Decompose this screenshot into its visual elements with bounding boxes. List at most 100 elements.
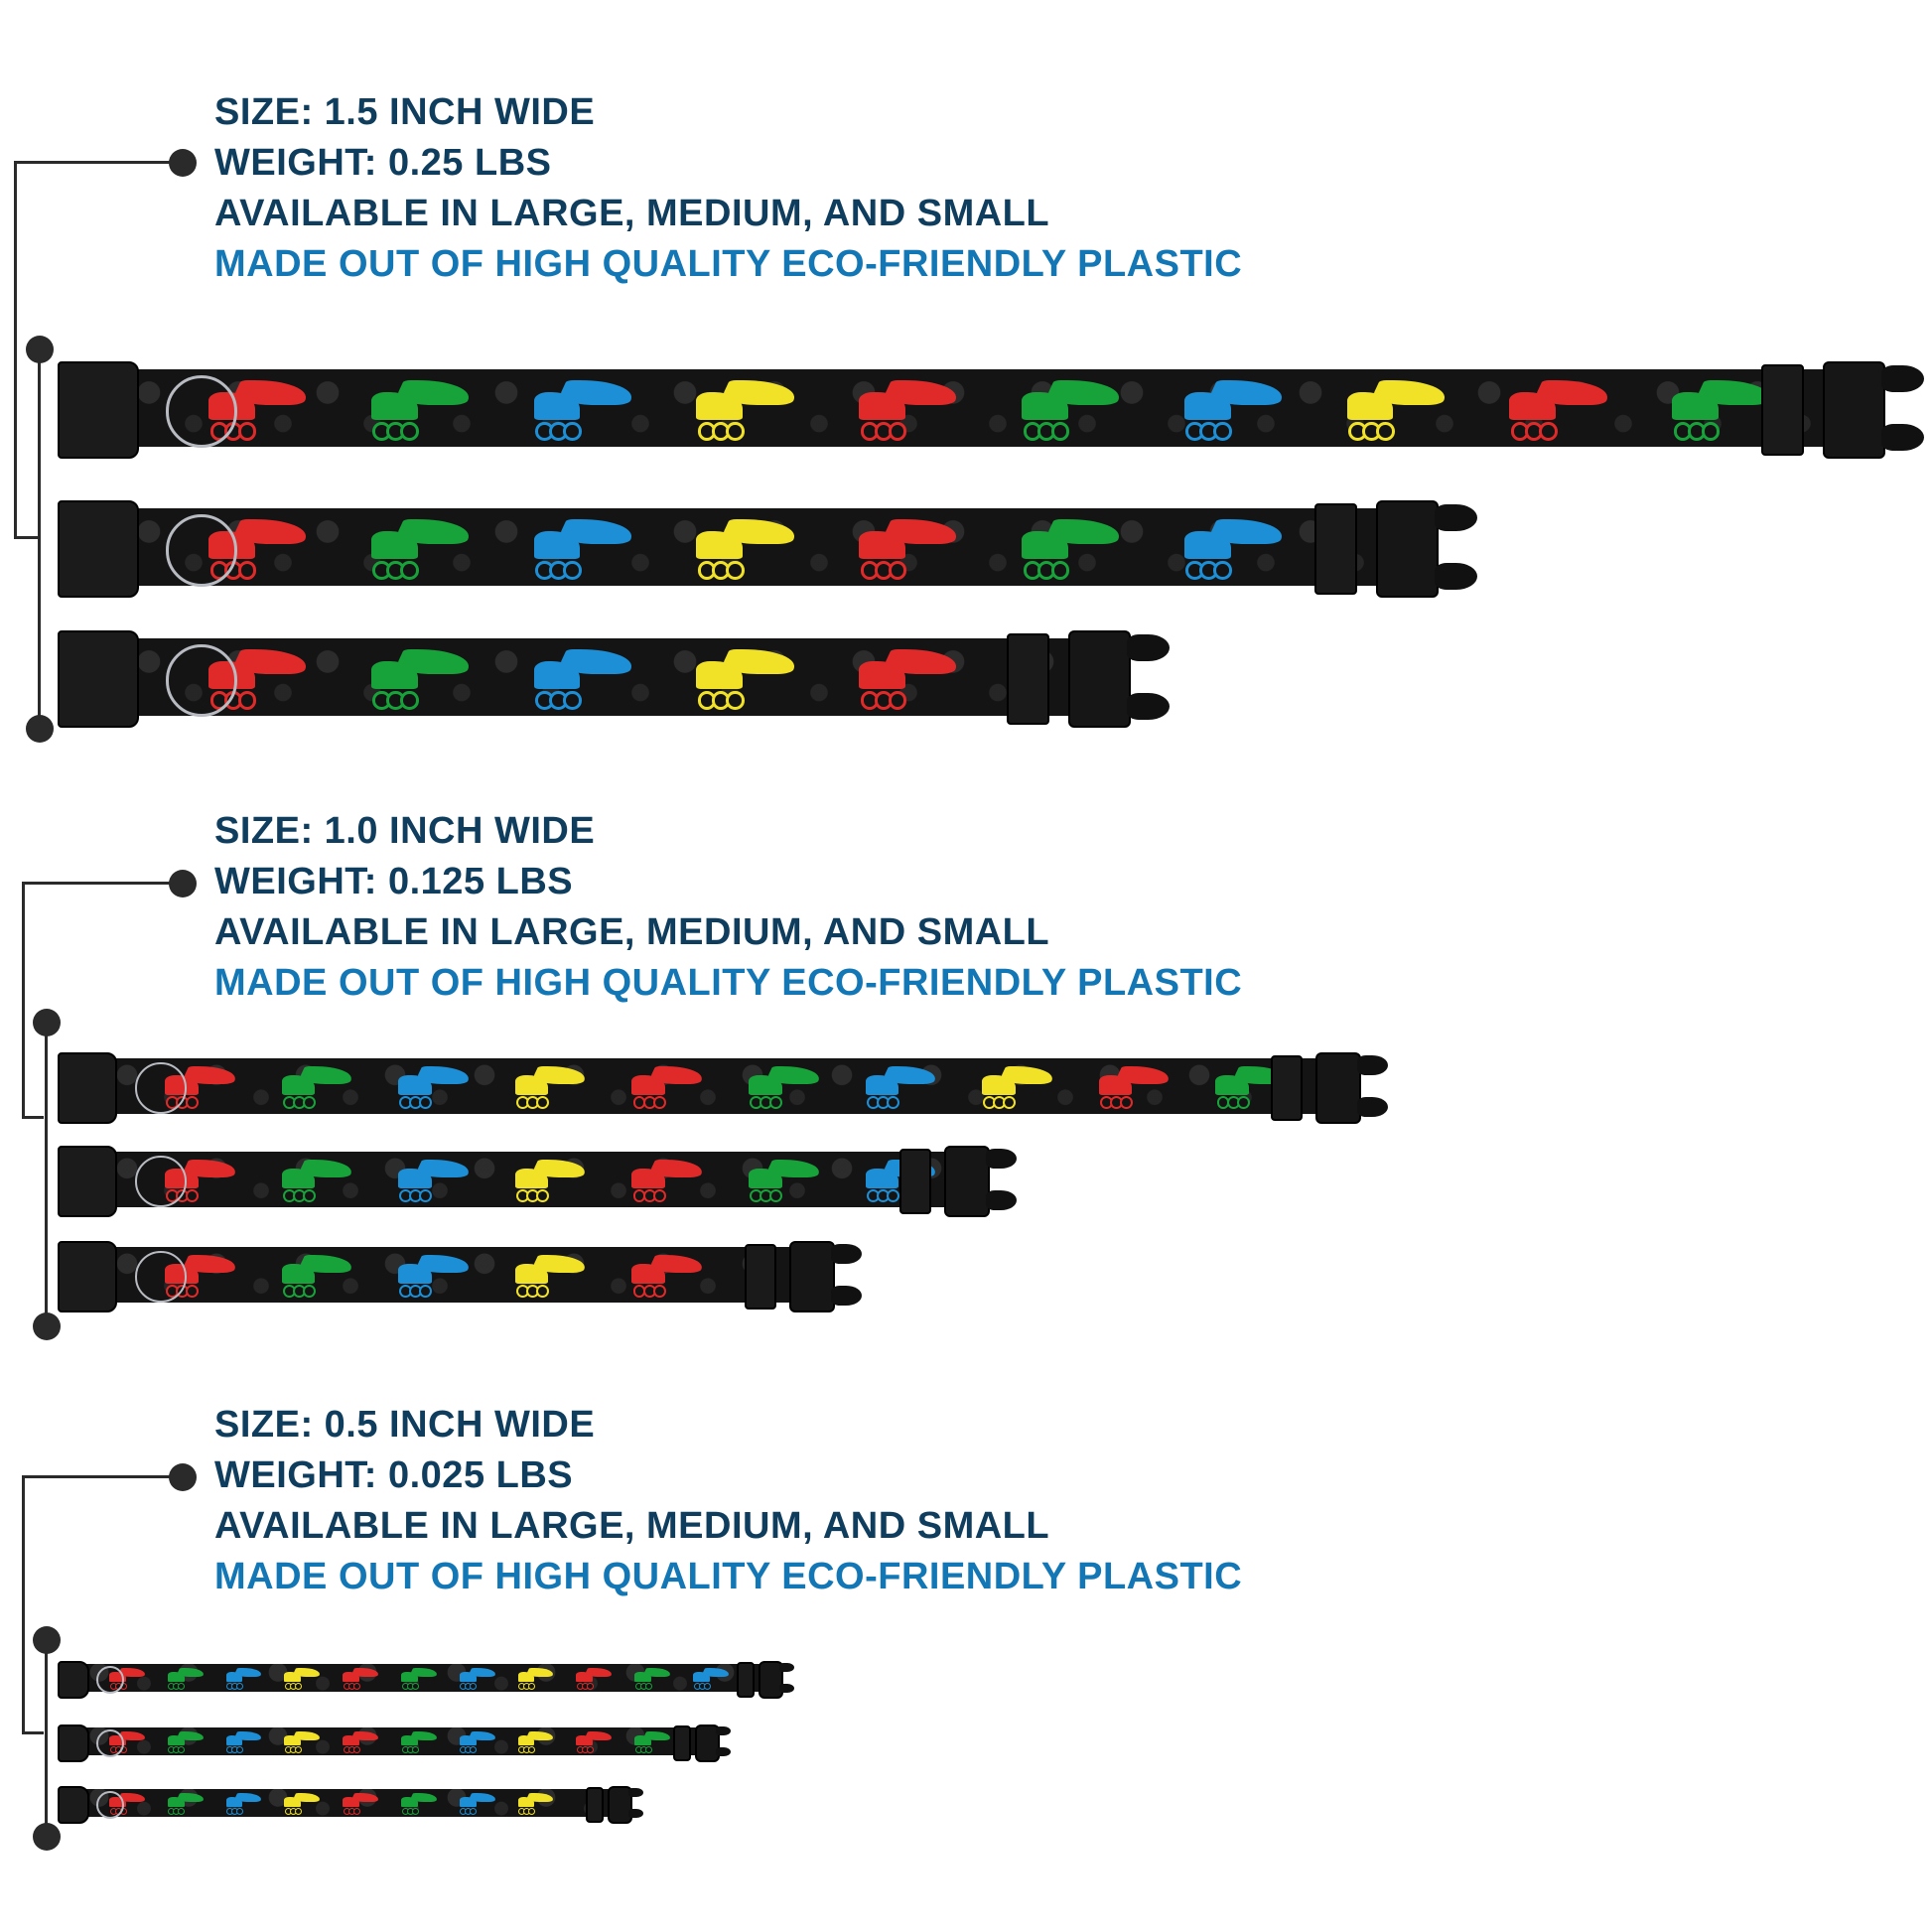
skate-wheel bbox=[886, 1096, 899, 1110]
buckle-male bbox=[759, 1661, 783, 1699]
buckle-prong bbox=[716, 1746, 731, 1757]
buckle-prong bbox=[1881, 423, 1924, 451]
skate-wheel bbox=[419, 1189, 433, 1203]
skate-wheel bbox=[419, 1096, 433, 1110]
winged-roller-skate-icon bbox=[398, 1730, 440, 1754]
skate-wheel bbox=[1050, 561, 1070, 580]
skate-boot bbox=[225, 1735, 243, 1746]
collar-bracket bbox=[45, 1023, 48, 1328]
winged-roller-skate-icon bbox=[1210, 1065, 1294, 1110]
size-label: SIZE: 1.0 INCH WIDE bbox=[214, 810, 596, 852]
skate-boot bbox=[692, 1672, 710, 1683]
winged-roller-skate-icon bbox=[282, 1667, 324, 1691]
d-ring bbox=[96, 1729, 124, 1758]
winged-roller-skate-icon bbox=[574, 1730, 616, 1754]
buckle-prong bbox=[831, 1244, 862, 1264]
skate-boot bbox=[343, 1735, 359, 1746]
winged-roller-skate-icon bbox=[515, 1792, 557, 1816]
winged-roller-skate-icon bbox=[1093, 1065, 1176, 1110]
collar-large bbox=[58, 361, 1924, 459]
winged-roller-skate-icon bbox=[340, 1792, 381, 1816]
skate-boot bbox=[343, 1797, 359, 1808]
buckle-male bbox=[1823, 361, 1885, 459]
skate-wheel bbox=[295, 1683, 303, 1691]
weight-label: WEIGHT: 0.125 LBS bbox=[214, 861, 574, 902]
skate-wheel bbox=[186, 1285, 200, 1299]
collar-medium bbox=[58, 1725, 731, 1762]
skate-wheel bbox=[400, 691, 419, 710]
skate-boot bbox=[167, 1672, 185, 1683]
skate-boot bbox=[748, 1168, 782, 1188]
strap-slider bbox=[1760, 364, 1804, 456]
winged-roller-skate-icon bbox=[509, 1065, 593, 1110]
winged-roller-skate-icon bbox=[526, 517, 642, 580]
winged-roller-skate-icon bbox=[276, 1254, 359, 1299]
buckle-female bbox=[58, 1661, 89, 1699]
skate-boot bbox=[225, 1672, 243, 1683]
skate-wheel bbox=[178, 1746, 186, 1754]
connector-line bbox=[14, 161, 183, 164]
bracket-bottom-dot bbox=[33, 1823, 61, 1851]
winged-roller-skate-icon bbox=[515, 1730, 557, 1754]
buckle-prong bbox=[1357, 1055, 1388, 1075]
skate-boot bbox=[696, 531, 744, 560]
skate-wheel bbox=[302, 1285, 316, 1299]
strap-slider bbox=[736, 1662, 755, 1698]
skate-wheel bbox=[726, 561, 745, 580]
skate-boot bbox=[696, 392, 744, 421]
winged-roller-skate-icon bbox=[223, 1730, 265, 1754]
buckle-prong bbox=[986, 1149, 1017, 1169]
skate-wheel bbox=[726, 422, 745, 441]
winged-roller-skate-icon bbox=[457, 1792, 498, 1816]
winged-roller-skate-icon bbox=[860, 1159, 943, 1203]
spec-text-block: SIZE: 0.5 INCH WIDE WEIGHT: 0.025 LBS AV… bbox=[214, 1400, 1242, 1602]
skate-wheel bbox=[186, 1096, 200, 1110]
connector-dot bbox=[169, 1463, 197, 1491]
skate-boot bbox=[859, 661, 905, 690]
availability-label: AVAILABLE IN LARGE, MEDIUM, AND SMALL bbox=[214, 193, 1050, 234]
winged-roller-skate-icon bbox=[393, 1065, 477, 1110]
connector-line bbox=[14, 161, 17, 538]
skate-wheel bbox=[302, 1096, 316, 1110]
skate-wheel bbox=[1120, 1096, 1134, 1110]
skate-wheel bbox=[1050, 422, 1070, 441]
connector-line bbox=[22, 1116, 44, 1119]
d-ring bbox=[96, 1666, 124, 1695]
d-ring bbox=[166, 644, 238, 717]
winged-roller-skate-icon bbox=[1176, 378, 1293, 441]
buckle-male bbox=[1376, 500, 1439, 598]
skate-boot bbox=[284, 1735, 302, 1746]
winged-roller-skate-icon bbox=[574, 1667, 616, 1691]
skate-wheel bbox=[1213, 561, 1232, 580]
skate-boot bbox=[370, 531, 418, 560]
skate-wheel bbox=[888, 422, 907, 441]
skate-wheel bbox=[587, 1746, 595, 1754]
collar-medium bbox=[58, 500, 1477, 598]
skate-wheel bbox=[1376, 422, 1395, 441]
strap-slider bbox=[1006, 633, 1049, 725]
skate-wheel bbox=[411, 1683, 419, 1691]
skate-boot bbox=[631, 1074, 665, 1095]
skate-wheel bbox=[352, 1746, 360, 1754]
skate-wheel bbox=[295, 1808, 303, 1816]
winged-roller-skate-icon bbox=[626, 1159, 710, 1203]
skate-wheel bbox=[652, 1189, 666, 1203]
skate-boot bbox=[533, 661, 581, 690]
buckle-prong bbox=[628, 1787, 643, 1798]
buckle-male bbox=[1315, 1052, 1361, 1124]
buckle-female bbox=[58, 1241, 117, 1312]
skate-wheel bbox=[419, 1285, 433, 1299]
skate-wheel bbox=[563, 561, 582, 580]
winged-roller-skate-icon bbox=[626, 1254, 710, 1299]
skate-wheel bbox=[178, 1683, 186, 1691]
winged-roller-skate-icon bbox=[515, 1667, 557, 1691]
skate-wheel bbox=[563, 422, 582, 441]
strap-slider bbox=[585, 1787, 604, 1823]
skate-wheel bbox=[1236, 1096, 1250, 1110]
collar-small bbox=[58, 1786, 643, 1824]
skate-boot bbox=[634, 1672, 651, 1683]
skate-boot bbox=[370, 661, 418, 690]
skate-boot bbox=[576, 1672, 594, 1683]
d-ring bbox=[96, 1791, 124, 1820]
